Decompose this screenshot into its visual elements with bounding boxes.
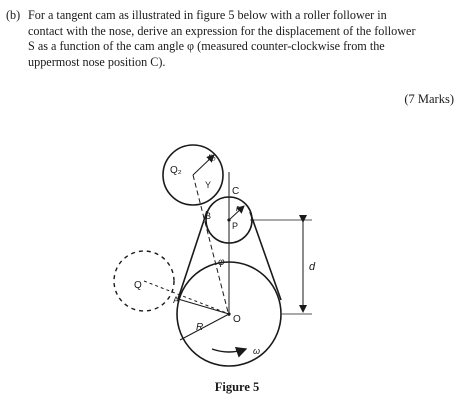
omega-arrow <box>211 346 248 358</box>
centre-O <box>227 312 231 316</box>
R-leader <box>179 313 230 341</box>
question-line: contact with the nose, derive an express… <box>28 23 416 38</box>
centre-P <box>227 218 231 222</box>
label-o: O <box>233 314 241 325</box>
cam-figure: Q₂ r₀ Y C B P r φ d Q A R O ω <box>113 144 316 367</box>
flank-right <box>249 211 282 301</box>
radius-line <box>177 298 230 315</box>
follower-axis <box>192 174 230 317</box>
question-line: For a tangent cam as illustrated in figu… <box>28 8 387 22</box>
r-leader <box>228 205 245 221</box>
roller-dashed-circle <box>113 250 175 312</box>
roller-circle <box>162 144 224 206</box>
question-line: S as a function of the cam angle φ (meas… <box>28 39 385 54</box>
label-phi: φ <box>218 257 225 268</box>
label-omega: ω <box>253 346 260 356</box>
label-a: A <box>173 295 179 305</box>
flank-left <box>177 210 208 300</box>
centre-line <box>143 280 230 315</box>
label-R: R <box>196 322 203 333</box>
label-b: B <box>205 211 211 221</box>
label-y: Y <box>205 180 211 190</box>
label-r0: r₀ <box>208 152 216 163</box>
marks-label: (7 Marks) <box>404 92 454 106</box>
label-p: P <box>232 221 238 231</box>
label-q: Q <box>134 280 142 291</box>
question-label: (b) <box>6 8 21 22</box>
figure-caption: Figure 5 <box>214 380 260 394</box>
question-line: uppermost nose position C). <box>28 54 166 69</box>
label-c: C <box>232 186 239 197</box>
r0-leader <box>192 154 215 176</box>
label-d: d <box>309 261 316 273</box>
label-r: r <box>236 203 240 213</box>
label-q2: Q₂ <box>170 165 182 176</box>
question-text: For a tangent cam as illustrated in figu… <box>28 8 448 70</box>
